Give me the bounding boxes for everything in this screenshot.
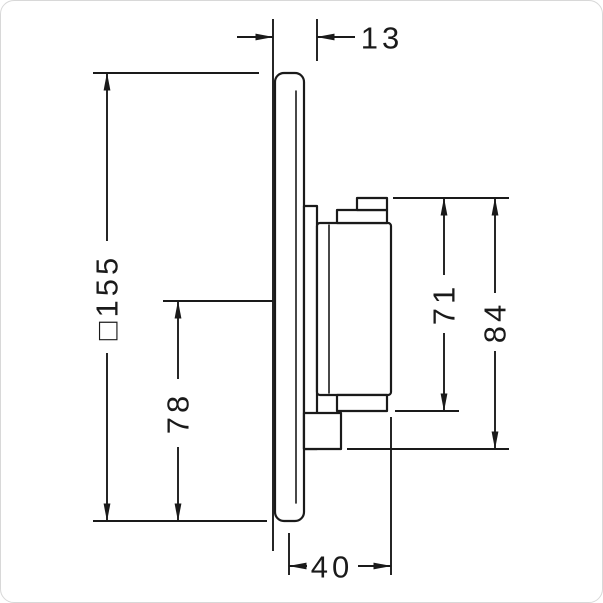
dim-84-label: 84 xyxy=(478,301,513,343)
dim-155-label: □155 xyxy=(90,254,125,340)
dim-71: 71 xyxy=(427,197,462,412)
dim-40-label: 40 xyxy=(311,550,353,585)
handle-top-flange xyxy=(335,208,389,225)
dim-84: 84 xyxy=(478,197,513,450)
right-extension-lines xyxy=(347,197,509,450)
dim-40: 40 xyxy=(288,417,392,585)
dim-13: 13 xyxy=(237,21,403,56)
handle-body xyxy=(315,221,393,397)
dim-78: 78 xyxy=(161,300,273,522)
dim-71-label: 71 xyxy=(427,283,462,325)
plate-profile xyxy=(273,71,306,523)
dim-155: □155 xyxy=(90,72,267,522)
handle-bottom-flange xyxy=(335,393,389,413)
handle-top-cap xyxy=(355,196,389,212)
handle-stem-foot xyxy=(302,411,343,451)
dim-13-label: 13 xyxy=(361,21,403,56)
plate-body xyxy=(273,71,306,523)
dim-78-label: 78 xyxy=(161,392,196,434)
handle-profile xyxy=(302,196,393,451)
